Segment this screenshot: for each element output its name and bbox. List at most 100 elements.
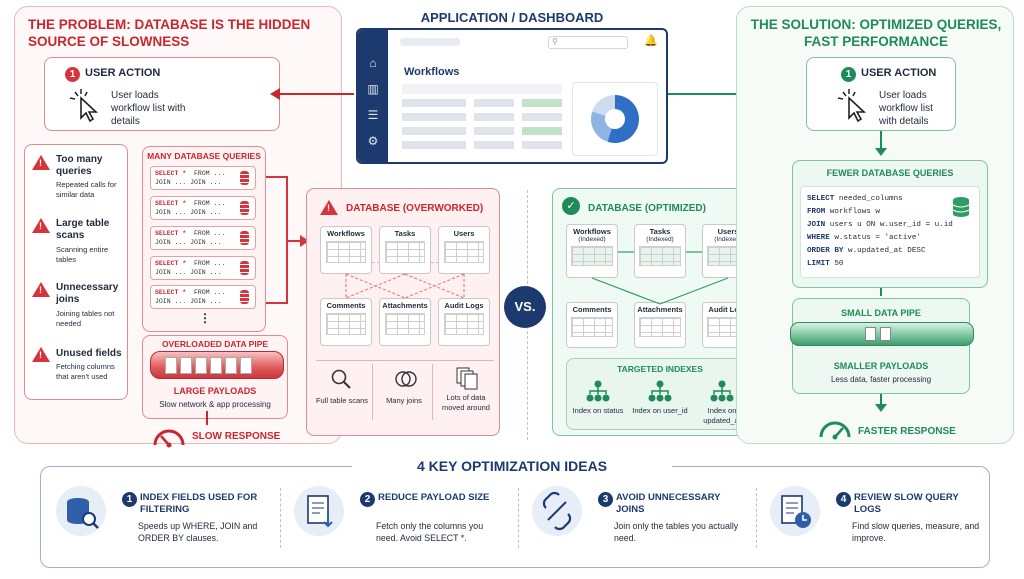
user-action-text: User loads workflow list with details [111, 90, 186, 127]
table-row[interactable] [402, 141, 562, 149]
table-row[interactable] [402, 113, 562, 121]
db-effect: Lots of data moved around [442, 393, 490, 412]
gear-icon[interactable]: ⚙ [367, 134, 379, 148]
warning-icon [320, 200, 338, 215]
issue-title: Too many queries [56, 154, 103, 177]
fewer-queries-title: FEWER DATABASE QUERIES [826, 168, 954, 178]
sql-line: FROM workflows w [807, 208, 880, 216]
user-action-title: USER ACTION [861, 67, 937, 79]
data-pipe-docs [151, 352, 283, 374]
idea-desc: Speeds up WHERE, JOIN and ORDER BY claus… [138, 521, 258, 543]
idea-desc: Join only the tables you actually need. [614, 521, 739, 543]
unlink-icon [532, 486, 582, 536]
table-row[interactable] [402, 127, 562, 135]
bell-icon[interactable]: 🔔 [644, 35, 658, 47]
arrow-line [280, 93, 354, 95]
idea-title: REDUCE PAYLOAD SIZE [378, 492, 490, 503]
fast-response-label: FASTER RESPONSE [858, 426, 956, 437]
join-icon [395, 371, 417, 387]
check-icon: ✓ [562, 197, 580, 215]
many-queries-title: MANY DATABASE QUERIES [147, 151, 261, 161]
warning-icon [32, 218, 50, 233]
workflow-table [402, 84, 562, 156]
user-action-title: USER ACTION [85, 67, 161, 79]
solution-title: THE SOLUTION: OPTIMIZED QUERIES, FAST PE… [750, 17, 1002, 49]
gauge-fast-icon [819, 421, 851, 440]
sql-line: SELECT needed_columns [807, 195, 903, 203]
db-table: Comments [320, 298, 372, 346]
sql-query-box: SELECT * FROM ...JOIN ... JOIN ... [150, 256, 256, 280]
database-icon [240, 290, 249, 304]
db-bad-title: DATABASE (OVERWORKED) [346, 203, 484, 214]
idea-desc: Find slow queries, measure, and improve. [852, 521, 980, 543]
db-table: Tasks(Indexed) [634, 224, 686, 278]
index-tree-icon [586, 380, 610, 402]
index-tree-icon [648, 380, 672, 402]
idea-number: 4 [836, 492, 851, 507]
database-icon [240, 171, 249, 185]
db-table: Attachments [634, 302, 686, 348]
db-table: Users [438, 226, 490, 274]
database-icon [240, 261, 249, 275]
chart-icon[interactable]: ▥ [367, 82, 379, 96]
problem-title: THE PROBLEM: DATABASE IS THE HIDDEN SOUR… [28, 17, 311, 49]
issue-title: Unused fields [56, 348, 122, 359]
problem-user-action-card: 1 USER ACTION User loads workflow list w… [44, 57, 280, 131]
arrow-head [300, 235, 309, 247]
sql-query-box: SELECT * FROM ...JOIN ... JOIN ... [150, 285, 256, 309]
db-table: Workflows [320, 226, 372, 274]
idea-desc: Fetch only the columns you need. Avoid S… [376, 521, 484, 543]
index-label: Index on updated_at [703, 406, 741, 425]
db-table: Workflows(Indexed) [566, 224, 618, 278]
arrow-head [270, 88, 280, 100]
pipe-title: SMALL DATA PIPE [841, 308, 921, 318]
sql-line: JOIN users u ON w.user_id = u.id [807, 221, 953, 229]
payload-title: LARGE PAYLOADS [173, 386, 257, 396]
step-number: 1 [841, 67, 856, 82]
home-icon[interactable]: ⌂ [369, 56, 377, 70]
db-effect: Many joins [386, 396, 422, 405]
magnifier-icon [331, 369, 351, 389]
cursor-click-icon [837, 89, 867, 122]
idea-number: 1 [122, 492, 137, 507]
small-pipe-card [792, 298, 970, 394]
database-icon [240, 231, 249, 245]
slow-response-label: SLOW RESPONSE [192, 431, 281, 442]
index-label: Index on user_id [632, 406, 688, 415]
document-download-icon [294, 486, 344, 536]
issue-desc: Repeated calls for similar data [56, 180, 117, 199]
issue-desc: Fetching columns that aren't used [56, 362, 115, 381]
app-breadcrumb [400, 38, 460, 46]
sql-line: LIMIT 50 [807, 260, 844, 268]
idea-number: 2 [360, 492, 375, 507]
step-number: 1 [65, 67, 80, 82]
table-row[interactable] [402, 99, 562, 107]
index-label: Index on status [572, 406, 624, 415]
index-tree-icon [710, 380, 734, 402]
database-icon [952, 197, 970, 217]
indexes-title: TARGETED INDEXES [617, 364, 703, 374]
idea-title: AVOID UNNECESSARY JOINS [616, 492, 721, 515]
sql-line: WHERE w.status = 'active' [807, 234, 921, 242]
list-icon[interactable]: ☰ [367, 108, 379, 122]
app-window: ⌂ ▥ ☰ ⚙ ⚲ 🔔 Workflows [356, 28, 668, 164]
idea-title: INDEX FIELDS USED FOR FILTERING [140, 492, 258, 515]
app-title: APPLICATION / DASHBOARD [420, 10, 604, 25]
app-sidebar: ⌂ ▥ ☰ ⚙ [358, 30, 388, 162]
cursor-click-icon [69, 89, 99, 122]
sql-query-box: SELECT * FROM ...JOIN ... JOIN ... [150, 196, 256, 220]
issue-desc: Scanning entire tables [56, 245, 109, 264]
issue-title: Large table scans [56, 218, 110, 241]
db-effect: Full table scans [315, 396, 369, 405]
vs-badge: VS. [504, 286, 546, 328]
user-action-text: User loads workflow list with details [879, 90, 933, 127]
search-input[interactable]: ⚲ [548, 36, 628, 49]
idea-number: 3 [598, 492, 613, 507]
ideas-title-overlay: 4 KEY OPTIMIZATION IDEAS [352, 458, 672, 474]
db-table: Attachments [379, 298, 431, 346]
